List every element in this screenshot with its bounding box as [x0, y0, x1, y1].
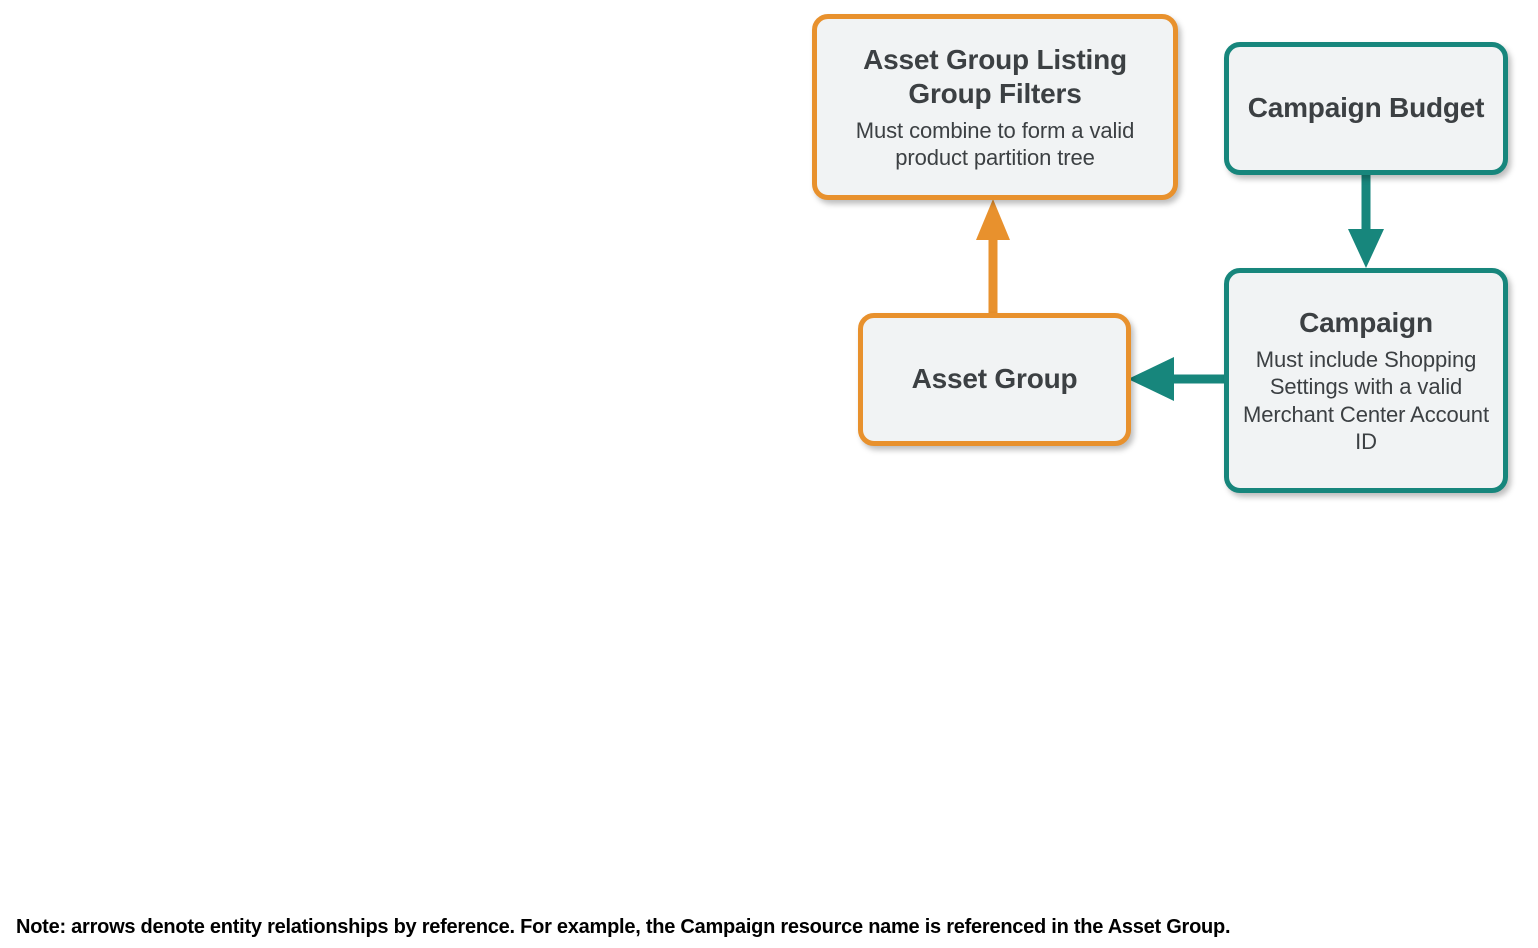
arrowhead-left-teal	[1128, 357, 1174, 401]
node-subtitle-campaign: Must include Shopping Settings with a va…	[1243, 347, 1489, 454]
diagram-note: Note: arrows denote entity relationships…	[16, 916, 1231, 938]
node-campaign-budget[interactable]: Campaign Budget	[1224, 42, 1508, 175]
edge-campaign-to-asset-group	[1128, 357, 1226, 401]
node-asset-group-listing-group-filters[interactable]: Asset Group Listing Group Filters Must c…	[812, 14, 1178, 200]
node-title-campaign: Campaign	[1299, 306, 1433, 338]
arrowhead-down-teal	[1348, 229, 1384, 268]
node-asset-group[interactable]: Asset Group	[858, 313, 1131, 446]
edge-campaign-budget-to-campaign	[1348, 173, 1384, 268]
edge-asset-group-to-listing-group-filters	[976, 199, 1010, 315]
node-title-campaign-budget: Campaign Budget	[1247, 92, 1485, 124]
node-subtitle-asset-group-listing-group-filters: Must combine to form a valid product par…	[855, 117, 1135, 171]
node-title-asset-group-listing-group-filters: Asset Group Listing Group Filters	[863, 43, 1127, 109]
node-campaign[interactable]: Campaign Must include Shopping Settings …	[1224, 268, 1508, 493]
node-title-asset-group: Asset Group	[911, 363, 1078, 395]
arrowhead-up-orange	[976, 199, 1010, 240]
